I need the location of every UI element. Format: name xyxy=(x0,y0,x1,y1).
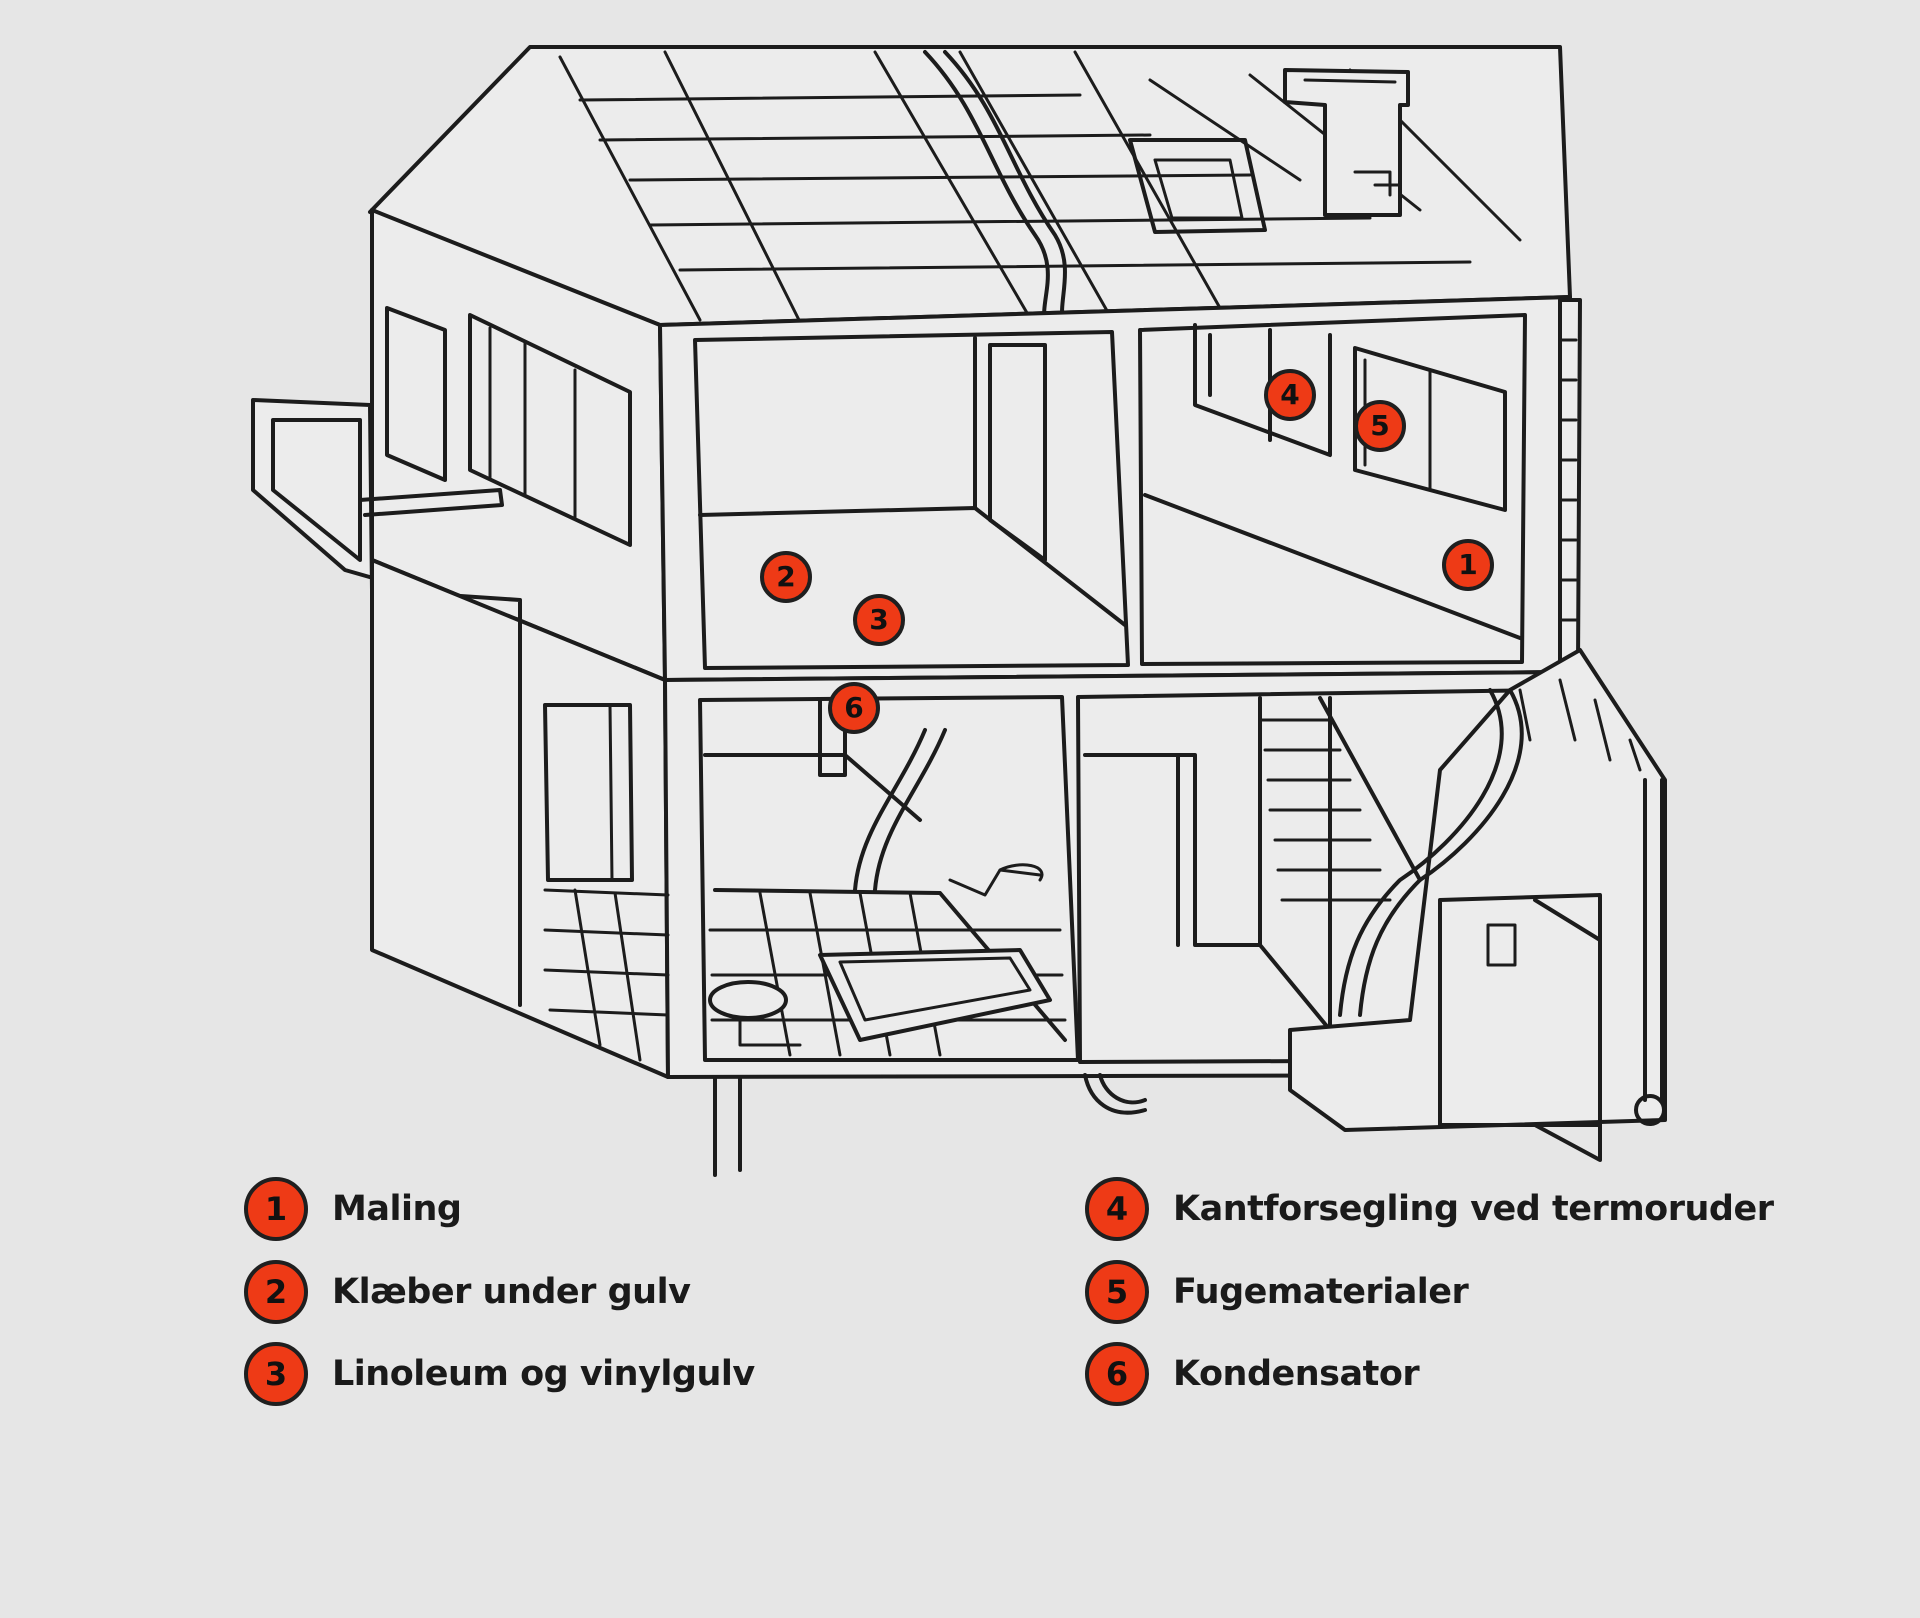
legend-label: Fugematerialer xyxy=(1173,1272,1469,1312)
marker-2[interactable]: 2 xyxy=(760,551,812,603)
marker-5[interactable]: 5 xyxy=(1354,400,1406,452)
legend-item-5: 5 Fugematerialer xyxy=(1085,1260,1469,1324)
legend-number: 6 xyxy=(1085,1342,1149,1406)
legend-item-3: 3 Linoleum og vinylgulv xyxy=(244,1342,755,1406)
legend-number: 4 xyxy=(1085,1177,1149,1241)
legend-number: 3 xyxy=(244,1342,308,1406)
legend-label: Kantforsegling ved termoruder xyxy=(1173,1189,1774,1229)
roof xyxy=(368,45,1572,327)
legend-label: Klæber under gulv xyxy=(332,1272,691,1312)
legend-number: 1 xyxy=(244,1177,308,1241)
lower-floor xyxy=(370,298,1667,1177)
legend-label: Kondensator xyxy=(1173,1354,1420,1394)
legend-label: Linoleum og vinylgulv xyxy=(332,1354,755,1394)
legend-item-2: 2 Klæber under gulv xyxy=(244,1260,691,1324)
legend-item-1: 1 Maling xyxy=(244,1177,462,1241)
legend-number: 5 xyxy=(1085,1260,1149,1324)
legend-item-6: 6 Kondensator xyxy=(1085,1342,1420,1406)
marker-1[interactable]: 1 xyxy=(1442,539,1494,591)
legend-item-4: 4 Kantforsegling ved termoruder xyxy=(1085,1177,1774,1241)
legend-number: 2 xyxy=(244,1260,308,1324)
marker-3[interactable]: 3 xyxy=(853,594,905,646)
legend-label: Maling xyxy=(332,1189,462,1229)
marker-4[interactable]: 4 xyxy=(1264,369,1316,421)
marker-6[interactable]: 6 xyxy=(828,682,880,734)
